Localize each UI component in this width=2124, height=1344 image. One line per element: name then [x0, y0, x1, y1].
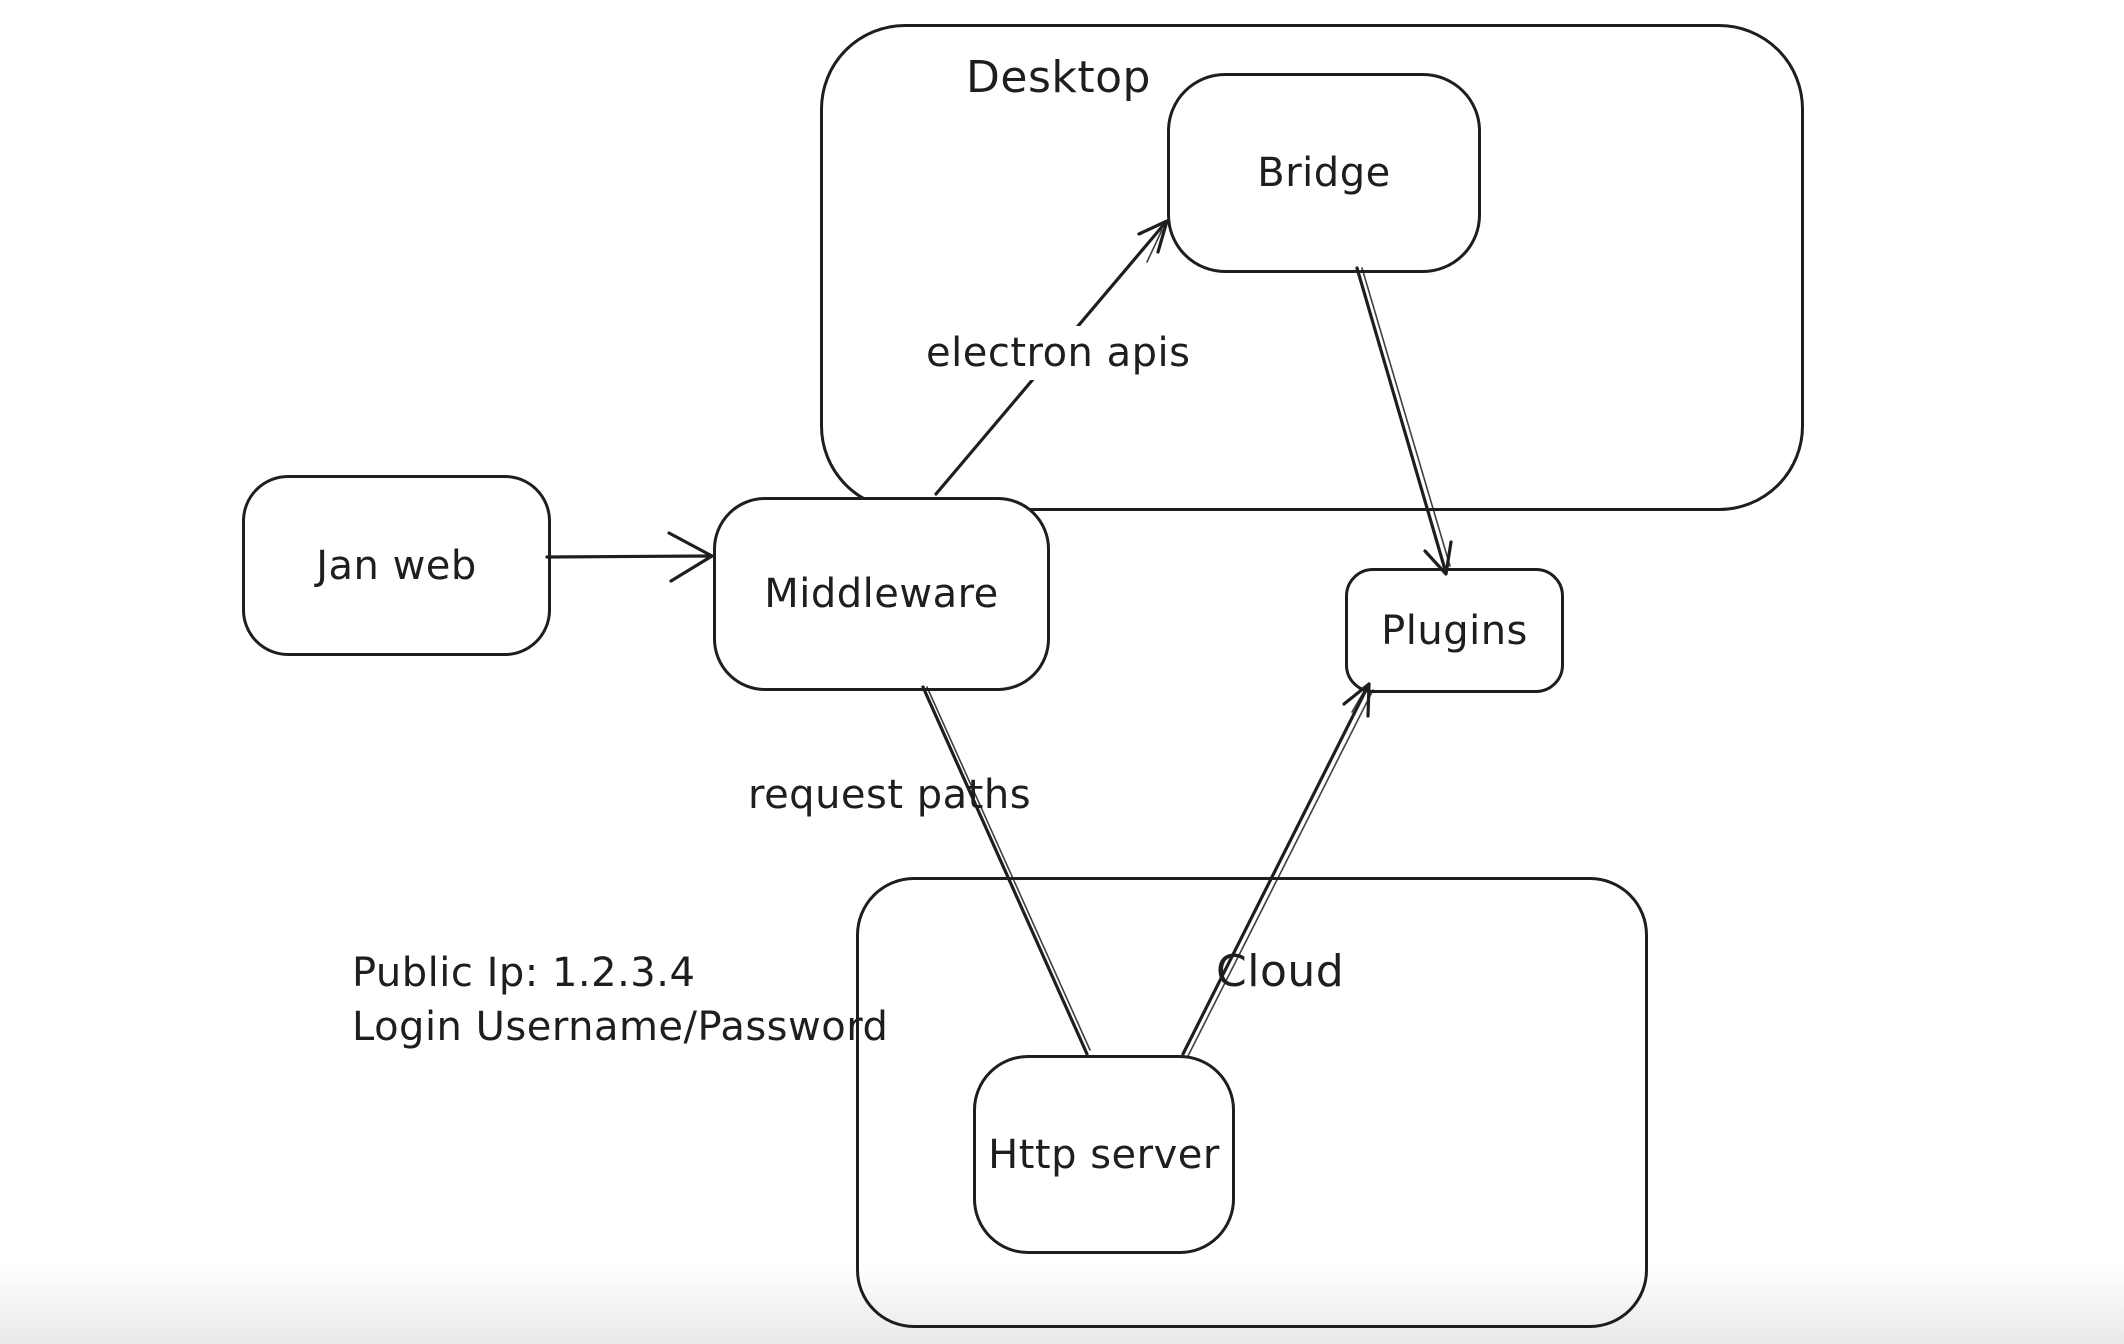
- edge-label-electron-apis: electron apis: [916, 326, 1201, 380]
- annotation-credentials[interactable]: Public Ip: 1.2.3.4 Login Username/Passwo…: [352, 946, 888, 1054]
- node-bridge[interactable]: Bridge: [1167, 73, 1481, 273]
- node-http-server[interactable]: Http server: [973, 1055, 1235, 1254]
- node-middleware[interactable]: Middleware: [713, 497, 1050, 691]
- node-plugins[interactable]: Plugins: [1345, 568, 1564, 693]
- container-cloud-label: Cloud: [1216, 946, 1345, 997]
- node-http-server-label: Http server: [988, 1131, 1220, 1178]
- edge-jan-web-to-middleware: [545, 531, 714, 583]
- node-middleware-label: Middleware: [764, 571, 999, 617]
- node-jan-web-label: Jan web: [316, 542, 477, 589]
- container-desktop-label: Desktop: [966, 52, 1151, 103]
- node-plugins-label: Plugins: [1381, 607, 1528, 654]
- edge-label-request-paths: request paths: [748, 772, 1032, 818]
- node-bridge-label: Bridge: [1257, 150, 1391, 196]
- annotation-public-ip: Public Ip: 1.2.3.4: [352, 950, 696, 996]
- node-jan-web[interactable]: Jan web: [242, 475, 551, 656]
- annotation-login: Login Username/Password: [352, 1004, 889, 1050]
